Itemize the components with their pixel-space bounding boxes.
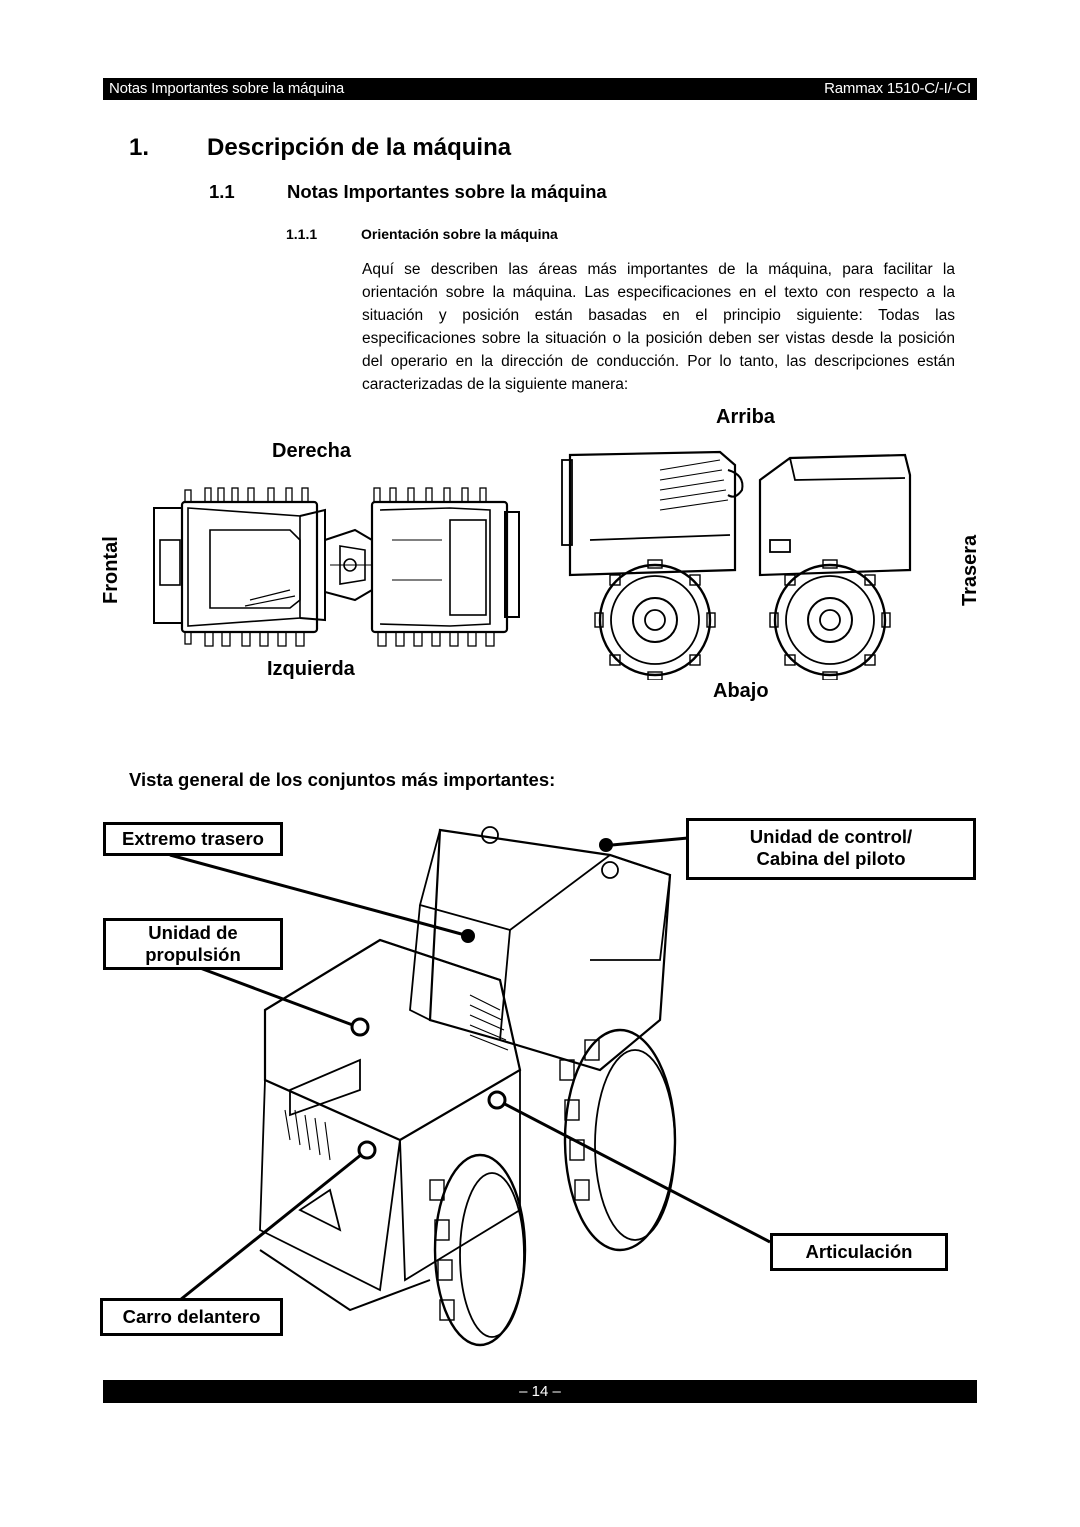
section-title: Descripción de la máquina — [207, 134, 512, 161]
subsection-number: 1.1 — [209, 181, 235, 202]
subsection-title: Notas Importantes sobre la máquina — [287, 181, 607, 202]
header-bar: Notas Importantes sobre la máquina Ramma… — [103, 78, 977, 100]
callout-unidad-propulsion: Unidad de propulsión — [103, 918, 283, 970]
subsubsection-number: 1.1.1 — [286, 226, 318, 242]
overview-heading: Vista general de los conjuntos más impor… — [129, 769, 556, 790]
subsubsection-title: Orientación sobre la máquina — [361, 226, 558, 242]
callout-unidad-control: Unidad de control/ Cabina del piloto — [686, 818, 976, 880]
callout-unidad-control-line1: Unidad de control/ — [749, 826, 913, 847]
section-number: 1. — [129, 134, 150, 161]
header-model: Rammax 1510-C/-I/-CI — [824, 80, 971, 97]
top-view-drawing — [153, 487, 520, 647]
callout-unidad-propulsion-line2: propulsión — [145, 944, 241, 965]
label-arriba: Arriba — [716, 406, 775, 428]
callout-carro-delantero: Carro delantero — [100, 1298, 283, 1336]
perspective-drawing — [259, 826, 677, 1347]
subsubsection-heading: 1.1.1 Orientación sobre la máquina — [286, 226, 558, 242]
callout-articulacion-label: Articulación — [805, 1241, 913, 1262]
subsection-heading: 1.1 Notas Importantes sobre la máquina — [209, 181, 607, 203]
callout-unidad-propulsion-line1: Unidad de — [148, 922, 238, 943]
callout-carro-delantero-label: Carro delantero — [122, 1306, 261, 1327]
label-izquierda: Izquierda — [267, 658, 355, 680]
label-derecha: Derecha — [272, 440, 351, 462]
side-view-drawing — [561, 450, 912, 680]
label-abajo: Abajo — [713, 680, 769, 702]
page-number: – 14 – — [519, 1383, 561, 1400]
footer-bar: – 14 – — [103, 1380, 977, 1403]
callout-articulacion: Articulación — [770, 1233, 948, 1271]
header-title: Notas Importantes sobre la máquina — [109, 80, 344, 97]
body-paragraph: Aquí se describen las áreas más importan… — [362, 261, 955, 393]
callout-unidad-control-line2: Cabina del piloto — [756, 848, 906, 869]
callout-extremo-trasero-label: Extremo trasero — [122, 828, 264, 849]
callout-extremo-trasero: Extremo trasero — [103, 822, 283, 856]
